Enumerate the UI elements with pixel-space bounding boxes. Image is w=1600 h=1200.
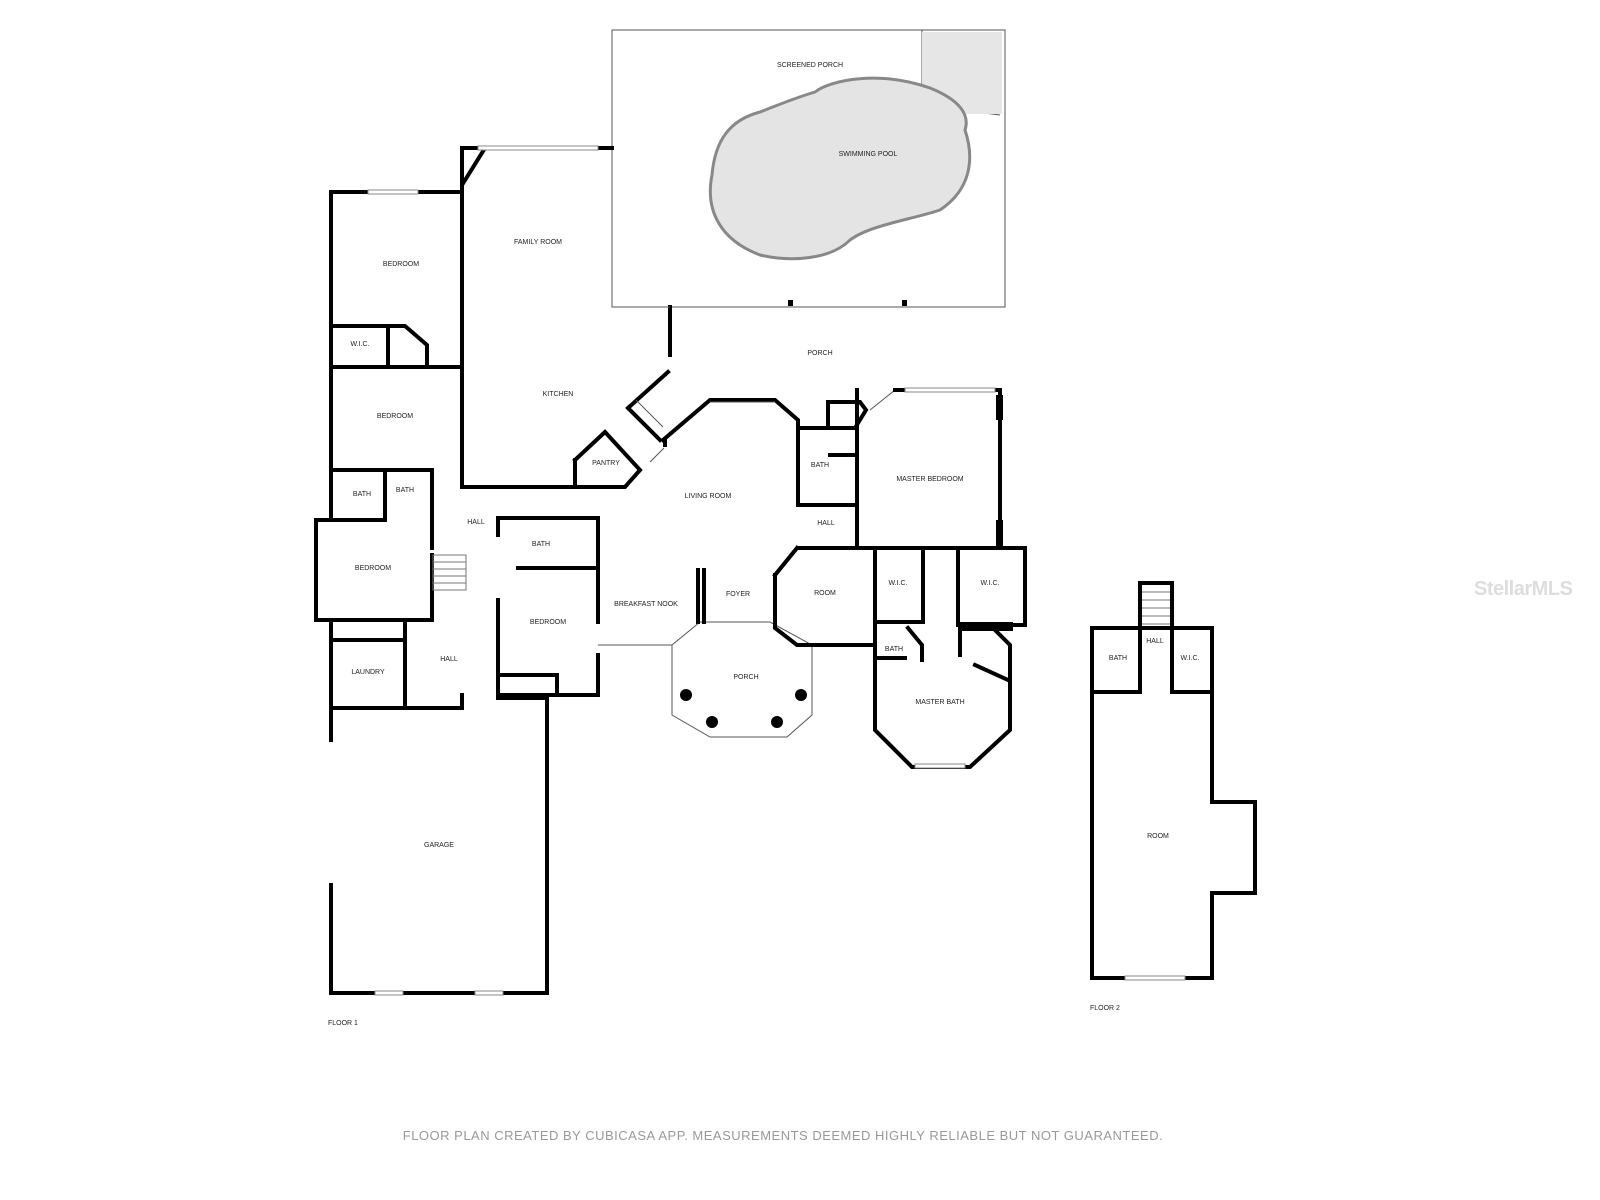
floor-2-label: FLOOR 2 xyxy=(1090,1005,1120,1012)
label-room: ROOM xyxy=(1147,833,1169,840)
label-hall: HALL xyxy=(440,656,458,663)
label-hall: HALL xyxy=(467,519,485,526)
walls-garage xyxy=(329,696,549,995)
label-family-room: FAMILY ROOM xyxy=(514,239,562,246)
room-labels: SCREENED PORCH SWIMMING POOL FAMILY ROOM… xyxy=(328,62,1200,1027)
walls-kitchen-angle xyxy=(625,305,800,507)
swimming-pool xyxy=(708,76,972,261)
label-living-room: LIVING ROOM xyxy=(685,493,732,500)
footer-disclaimer: FLOOR PLAN CREATED BY CUBICASA APP. MEAS… xyxy=(402,1128,1164,1143)
label-garage: GARAGE xyxy=(424,842,454,849)
watermark: StellarMLS xyxy=(1474,578,1573,600)
label-hall: HALL xyxy=(1146,638,1164,645)
label-pantry: PANTRY xyxy=(592,460,620,467)
floor-1-plan xyxy=(314,29,1027,996)
label-bath: BATH xyxy=(353,491,371,498)
label-bath: BATH xyxy=(811,462,829,469)
label-foyer: FOYER xyxy=(726,591,750,598)
label-bedroom: BEDROOM xyxy=(355,565,391,572)
label-bath: BATH xyxy=(396,487,414,494)
label-master-bath: MASTER BATH xyxy=(915,699,964,706)
label-bath: BATH xyxy=(1109,655,1127,662)
walls-pantry xyxy=(572,429,643,489)
label-wic: W.I.C. xyxy=(350,341,369,348)
label-breakfast-nook: BREAKFAST NOOK xyxy=(614,601,678,608)
label-kitchen: KITCHEN xyxy=(543,391,574,398)
label-wic: W.I.C. xyxy=(980,580,999,587)
label-master-bedroom: MASTER BEDROOM xyxy=(896,476,963,483)
walls-baths-west xyxy=(314,468,464,710)
label-bedroom: BEDROOM xyxy=(383,261,419,268)
label-wic: W.I.C. xyxy=(888,580,907,587)
label-screened-porch: SCREENED PORCH xyxy=(777,62,843,69)
label-porch: PORCH xyxy=(733,674,758,681)
label-bath: BATH xyxy=(532,541,550,548)
walls-west-wing xyxy=(329,145,614,522)
walls-bedroom-south xyxy=(496,516,600,697)
label-swimming-pool: SWIMMING POOL xyxy=(839,151,898,158)
label-hall: HALL xyxy=(817,520,835,527)
front-porch-outline xyxy=(671,621,813,738)
floor-2-plan xyxy=(1090,581,1257,981)
walls-master-bath xyxy=(873,546,1027,769)
label-porch: PORCH xyxy=(807,350,832,357)
label-bath: BATH xyxy=(885,646,903,653)
label-wic: W.I.C. xyxy=(1180,655,1199,662)
stairs-floor-1 xyxy=(432,554,467,591)
label-laundry: LAUNDRY xyxy=(351,669,385,676)
label-bedroom: BEDROOM xyxy=(377,413,413,420)
label-room: ROOM xyxy=(814,590,836,597)
floor-1-label: FLOOR 1 xyxy=(328,1020,358,1027)
label-bedroom: BEDROOM xyxy=(530,619,566,626)
